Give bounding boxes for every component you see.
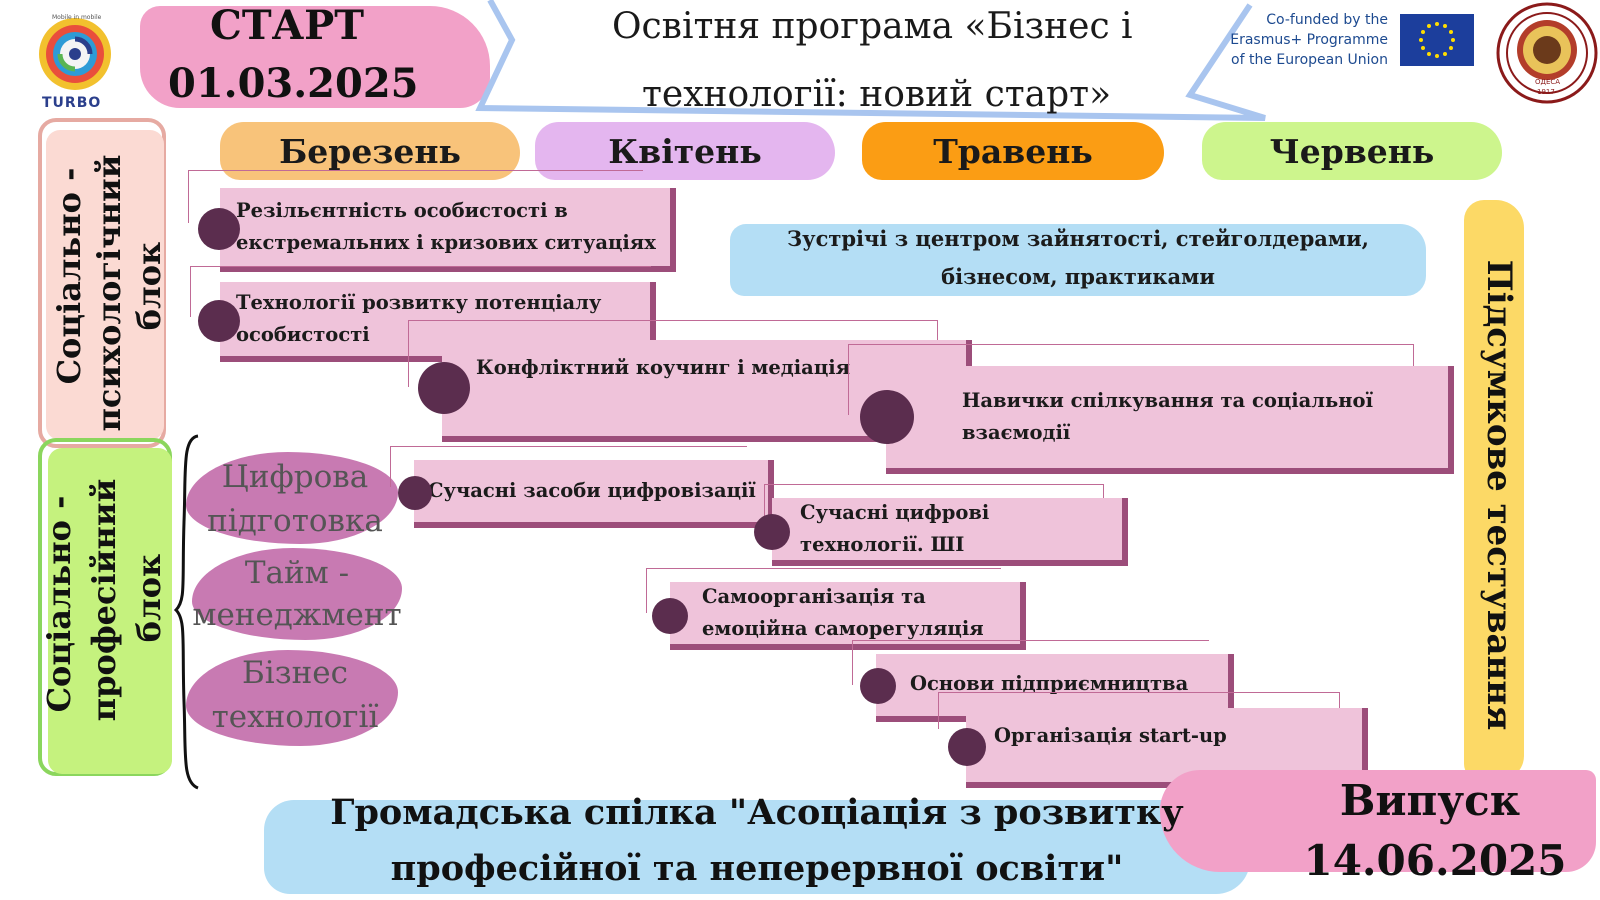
title-banner [475,0,1266,121]
task-resilience-dot [198,208,240,250]
category-blob-business [186,650,398,746]
task-resilience-line1: Резільєнтність особистості в [236,199,568,222]
social-prof-line3: блок [130,553,168,643]
social-prof-block-fill [48,448,172,774]
seal-year: 1917 [1537,88,1555,96]
social-psych-block-fill [46,130,164,440]
task-communication-line2: взаємодії [962,421,1071,444]
turbo-logo [18,8,133,113]
release-date: 14.06.2025 [1303,836,1567,885]
self-org-bracket [646,568,1001,613]
meetings-line2: бізнесом, практиками [941,264,1215,289]
social-prof-line1: Соціально - [40,495,78,713]
category-business-line1: Бізнес [242,655,348,691]
category-blob-time [192,548,402,640]
social-psych-line3: блок [130,241,168,331]
social-prof-line2: професійний [85,478,123,722]
turbo-logo-small-text: Mobile in mobile [52,14,102,21]
task-digital-tools-dot [398,476,432,510]
turbo-logo-text: TURBO [42,95,102,111]
start-label: СТАРТ [210,2,365,49]
entrepreneurship-bracket [852,640,1209,685]
task-digital-tech-line1: Сучасні цифрові [800,501,990,524]
task-self-org-dot [652,598,688,634]
seal-city: ОДЕСА [1535,78,1561,86]
category-digital-line2: підготовка [207,503,383,539]
footer-org-brush [264,800,1250,894]
meetings-box [730,224,1426,296]
category-digital-line1: Цифрова [221,459,369,495]
social-psych-line2: психологічний [90,154,128,432]
resilience-bracket [188,170,643,223]
task-resilience-line2: екстремальних і кризових ситуаціях [236,231,656,254]
task-self-org: Самоорганізація та емоційна саморегуляці… [670,582,1026,650]
cofunded-line2: Erasmus+ Programme [1230,32,1388,48]
social-psych-line1: Соціально - [50,167,88,385]
task-coaching-text: Конфліктний коучинг і медіація [476,356,851,379]
task-potential: Технології розвитку потенціалу особистос… [220,282,656,362]
task-digital-tools-text: Сучасні засоби цифровізації [428,479,756,502]
eu-flag-icon [1400,14,1474,66]
task-entrepreneurship-text: Основи підприємництва [910,672,1189,695]
start-brush [140,6,490,108]
month-june: Червень [1202,122,1502,180]
task-coaching-dot [418,362,470,414]
page-title-line2: технології: новий старт» [642,74,1112,115]
task-startup-dot [948,728,986,766]
release-brush [1160,770,1596,872]
task-self-org-line1: Самоорганізація та [702,585,926,608]
category-blob-digital [186,452,398,544]
university-seal-icon [1496,2,1598,104]
task-communication-line1: Навички спілкування та соціальної [962,389,1373,412]
cofunded-line1: Co-funded by the [1266,12,1388,28]
final-testing-label: Підсумкове тестування [1479,259,1519,731]
social-psych-block-outline [38,118,166,448]
start-date: 01.03.2025 [168,60,419,107]
task-potential-line1: Технології розвитку потенціалу [236,291,602,314]
task-digital-tools: Сучасні засоби цифровізації [414,460,774,528]
task-digital-tech: Сучасні цифрові технології. ШІ [772,498,1128,566]
task-startup-text: Організація start-up [994,724,1227,747]
task-communication-dot [860,390,914,444]
meetings-line1: Зустрічі з центром зайнятості, стейголде… [786,226,1369,251]
task-digital-tech-dot [754,514,790,550]
task-digital-tech-line2: технології. ШІ [800,533,965,556]
task-potential-dot [198,300,240,342]
final-testing-bar [1464,200,1524,780]
turbo-logo-icon [39,18,111,90]
category-time-line2: менеджмент [192,597,402,633]
task-entrepreneurship-dot [860,668,896,704]
curly-brace-icon [173,434,199,790]
footer-org-line2: професійної та неперервної освіти" [390,848,1124,889]
footer-org-line1: Громадська спілка "Асоціація з розвитку [330,792,1184,833]
category-business-line2: технології [211,699,379,735]
category-time-line1: Тайм - [244,555,350,591]
task-self-org-line2: емоційна саморегуляція [702,617,984,640]
release-label: Випуск [1339,776,1521,825]
month-may: Травень [862,122,1164,180]
task-potential-line2: особистості [236,323,370,346]
digital-tools-bracket [390,446,747,487]
task-resilience: Резільєнтність особистості в екстремальн… [220,188,676,272]
page-title-line1: Освітня програма «Бізнес і [612,6,1133,47]
task-communication: Навички спілкування та соціальної взаємо… [886,366,1454,474]
cofunded-line3: of the European Union [1231,52,1388,68]
potential-bracket [190,266,651,317]
